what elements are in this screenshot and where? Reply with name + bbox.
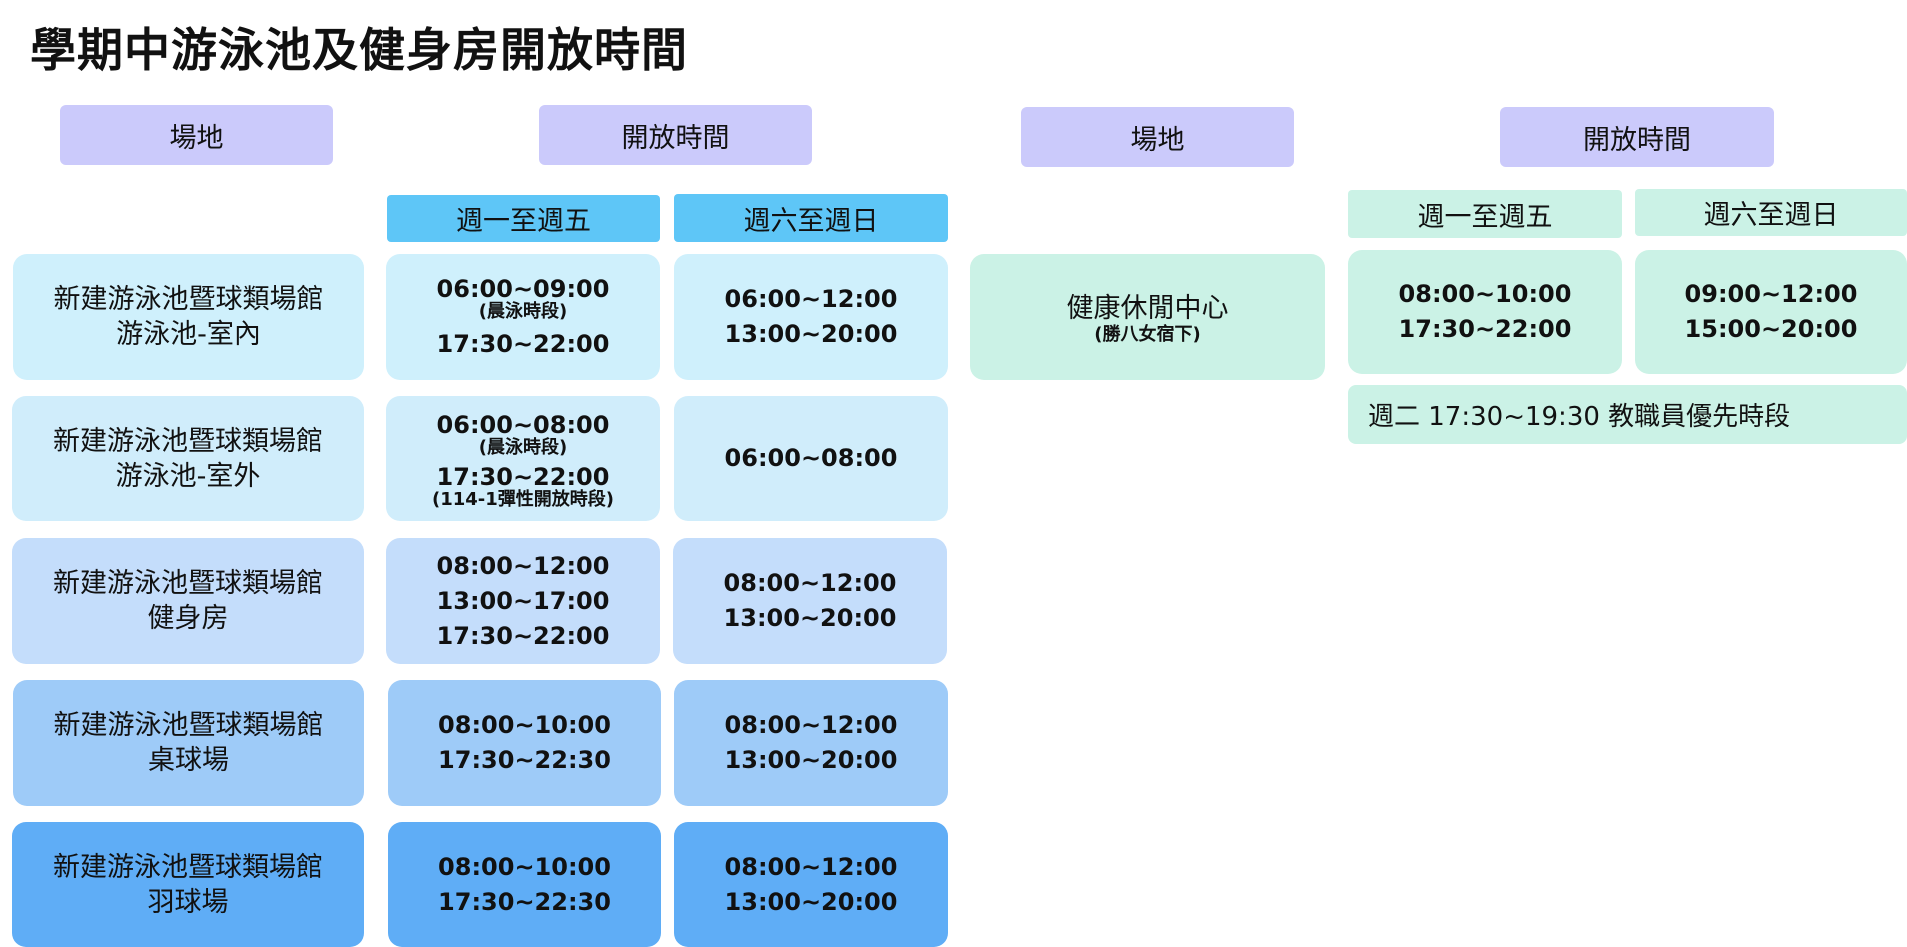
- staff-priority-note-text: 週二 17:30~19:30 教職員優先時段: [1368, 402, 1791, 432]
- time-slot: 06:00~09:00: [436, 275, 610, 303]
- venue-cell: 新建游泳池暨球類場館 游泳池-室內: [13, 254, 364, 380]
- time-slot: 09:00~12:00: [1684, 280, 1858, 308]
- venue-subname: 羽球場: [147, 886, 229, 918]
- weekend-time-cell: 06:00~08:00: [674, 396, 948, 521]
- venue-location: (勝八女宿下): [1094, 323, 1201, 345]
- weekday-time-cell: 08:00~10:00 17:30~22:00: [1348, 250, 1622, 374]
- weekday-time-cell: 06:00~08:00 (晨泳時段) 17:30~22:00 (114-1彈性開…: [386, 396, 660, 521]
- weekend-time-cell: 08:00~12:00 13:00~20:00: [674, 680, 948, 806]
- open-time-header-label: 開放時間: [1583, 124, 1691, 156]
- time-slot: 08:00~12:00: [724, 852, 898, 881]
- time-slot: 13:00~20:00: [723, 604, 897, 632]
- weekday-header-label: 週一至週五: [1417, 201, 1553, 233]
- time-slot: 13:00~20:00: [724, 320, 898, 348]
- venue-subname: 健身房: [147, 603, 229, 634]
- time-slot: 06:00~08:00: [436, 411, 610, 439]
- weekday-time-cell: 08:00~10:00 17:30~22:30: [388, 822, 661, 947]
- venue-cell: 新建游泳池暨球類場館 桌球場: [13, 680, 364, 806]
- time-slot-note: (114-1彈性開放時段): [431, 489, 615, 510]
- page-title: 學期中游泳池及健身房開放時間: [30, 23, 688, 77]
- time-slot: 08:00~10:00: [1398, 280, 1572, 308]
- venue-cell: 新建游泳池暨球類場館 游泳池-室外: [12, 396, 364, 521]
- venue-header-label: 場地: [169, 122, 224, 154]
- weekend-time-cell: 08:00~12:00 13:00~20:00: [674, 822, 948, 947]
- time-slot: 13:00~20:00: [724, 887, 898, 916]
- time-slot: 17:30~22:30: [438, 887, 611, 916]
- venue-header: 場地: [60, 105, 333, 165]
- open-time-header-label: 開放時間: [621, 122, 730, 154]
- staff-priority-note: 週二 17:30~19:30 教職員優先時段: [1348, 385, 1907, 444]
- time-slot: 06:00~08:00: [724, 444, 898, 472]
- weekend-time-cell: 09:00~12:00 15:00~20:00: [1635, 250, 1907, 374]
- weekend-header-label: 週六至週日: [743, 205, 879, 237]
- venue-subname: 游泳池-室內: [116, 319, 261, 350]
- time-slot: 08:00~12:00: [724, 711, 898, 739]
- time-slot: 08:00~10:00: [438, 852, 611, 881]
- open-time-header: 開放時間: [539, 105, 812, 165]
- weekend-header: 週六至週日: [1635, 189, 1907, 236]
- venue-name: 新建游泳池暨球類場館: [53, 284, 324, 315]
- time-slot-note: (晨泳時段): [478, 437, 568, 458]
- weekday-header: 週一至週五: [387, 195, 660, 242]
- venue-header: 場地: [1021, 107, 1294, 167]
- time-slot: 06:00~12:00: [724, 285, 898, 313]
- venue-name: 健康休閒中心: [1066, 292, 1229, 324]
- weekend-time-cell: 08:00~12:00 13:00~20:00: [673, 538, 947, 664]
- time-slot: 17:30~22:00: [436, 463, 610, 491]
- weekend-header: 週六至週日: [674, 194, 948, 242]
- time-slot: 13:00~17:00: [436, 586, 610, 615]
- time-slot: 17:30~22:30: [438, 746, 611, 774]
- time-slot: 15:00~20:00: [1684, 315, 1858, 343]
- weekend-header-label: 週六至週日: [1703, 200, 1839, 231]
- weekday-header-label: 週一至週五: [456, 206, 591, 237]
- open-time-header: 開放時間: [1500, 107, 1774, 167]
- weekday-header: 週一至週五: [1348, 190, 1622, 238]
- weekday-time-cell: 08:00~12:00 13:00~17:00 17:30~22:00: [386, 538, 660, 664]
- time-slot: 08:00~12:00: [436, 551, 610, 580]
- venue-name: 新建游泳池暨球類場館: [53, 568, 323, 599]
- venue-cell: 健康休閒中心 (勝八女宿下): [970, 254, 1325, 380]
- time-slot-note: (晨泳時段): [478, 301, 568, 322]
- venue-subname: 游泳池-室外: [115, 460, 261, 492]
- venue-name: 新建游泳池暨球類場館: [53, 851, 323, 883]
- time-slot: 08:00~12:00: [723, 569, 897, 597]
- weekday-time-cell: 06:00~09:00 (晨泳時段) 17:30~22:00: [386, 254, 660, 380]
- venue-name: 新建游泳池暨球類場館: [53, 710, 324, 741]
- venue-cell: 新建游泳池暨球類場館 健身房: [12, 538, 364, 664]
- time-slot: 13:00~20:00: [724, 746, 898, 774]
- weekend-time-cell: 06:00~12:00 13:00~20:00: [674, 254, 948, 380]
- venue-header-label: 場地: [1130, 124, 1185, 156]
- time-slot: 17:30~22:00: [436, 621, 610, 650]
- venue-cell: 新建游泳池暨球類場館 羽球場: [12, 822, 364, 947]
- time-slot: 17:30~22:00: [436, 330, 610, 358]
- venue-subname: 桌球場: [148, 745, 229, 776]
- time-slot: 08:00~10:00: [438, 711, 611, 739]
- venue-name: 新建游泳池暨球類場館: [53, 425, 323, 457]
- weekday-time-cell: 08:00~10:00 17:30~22:30: [388, 680, 661, 806]
- time-slot: 17:30~22:00: [1398, 315, 1572, 343]
